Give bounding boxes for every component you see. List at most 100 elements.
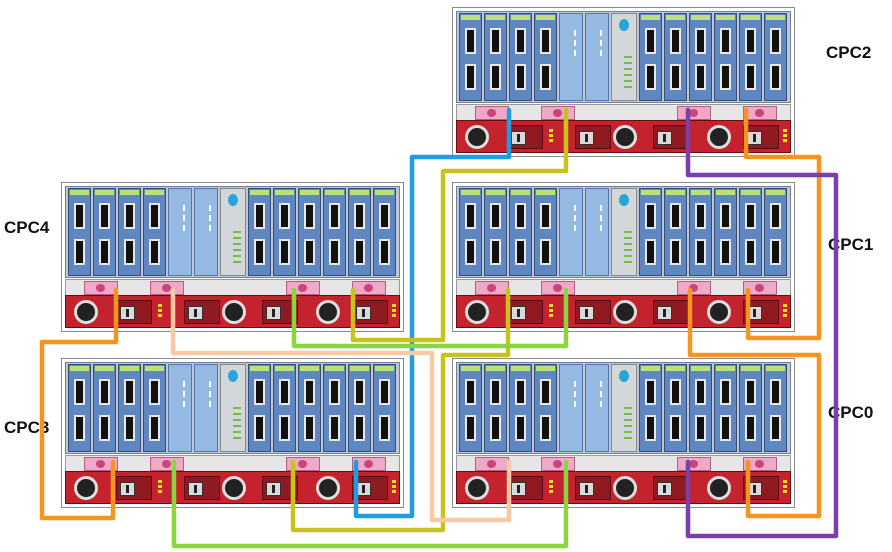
power-supply-unit [575, 125, 611, 149]
ica-indicator [574, 215, 576, 221]
cable-port [149, 379, 160, 405]
indicator-lights [783, 304, 787, 318]
psu-grill [579, 306, 594, 320]
io-slot [764, 188, 787, 276]
cable-port [770, 239, 781, 265]
status-bar [233, 261, 241, 263]
power-supply-unit [575, 476, 611, 500]
slot-label [486, 15, 505, 20]
slot-label [350, 366, 369, 371]
status-bar [233, 231, 241, 233]
slot-label [375, 366, 394, 371]
io-slot [639, 13, 662, 101]
cable-port [149, 415, 160, 441]
ica-card [559, 188, 583, 276]
psu-grill [120, 306, 135, 320]
indicator-lights [158, 304, 162, 318]
power-supply-unit [743, 476, 779, 500]
slot-label [766, 366, 785, 371]
io-slot [143, 364, 166, 452]
slot-label [741, 366, 760, 371]
slot-label [691, 366, 710, 371]
cable-port [465, 28, 476, 54]
controller-card [611, 364, 637, 452]
controller-card [220, 364, 246, 452]
io-card-row [456, 11, 791, 103]
io-slot [764, 364, 787, 452]
link-connector [743, 281, 777, 295]
power-supply-unit [116, 476, 152, 500]
cable-port [695, 28, 706, 54]
cable-port [254, 203, 265, 229]
ica-indicator [600, 205, 602, 211]
io-slot [298, 364, 321, 452]
cable-port [745, 379, 756, 405]
power-supply-unit [352, 476, 388, 500]
slot-label [350, 190, 369, 195]
io-slot [143, 188, 166, 276]
slot-label [511, 15, 530, 20]
slot-label [691, 190, 710, 195]
cable-port [329, 203, 340, 229]
link-connector [743, 106, 777, 120]
io-slot [664, 13, 687, 101]
status-bar [624, 419, 632, 421]
cpc0-label: CPC0 [828, 403, 874, 422]
ica-indicator [183, 205, 185, 211]
cable-port [329, 415, 340, 441]
cable-port [670, 239, 681, 265]
cable-port [720, 415, 731, 441]
io-slot [93, 364, 116, 452]
io-card-row [456, 362, 791, 454]
cable-port [770, 415, 781, 441]
slot-label [145, 366, 164, 371]
slot-label [461, 15, 480, 20]
indicator-lights [783, 480, 787, 494]
status-bar [233, 243, 241, 245]
cable-port [304, 239, 315, 265]
link-connector [150, 281, 184, 295]
cable-port [745, 28, 756, 54]
fan [465, 125, 489, 149]
ica-indicator [600, 391, 602, 397]
io-slot [739, 364, 762, 452]
link-connector [84, 281, 118, 295]
slot-label [666, 366, 685, 371]
status-bar [233, 431, 241, 433]
cable-port [99, 415, 110, 441]
status-bar [624, 56, 632, 58]
cable-port [745, 203, 756, 229]
cable-port [515, 239, 526, 265]
io-slot [248, 188, 271, 276]
ica-indicator [574, 391, 576, 397]
io-card-row [65, 362, 400, 454]
status-bar [624, 231, 632, 233]
cable-port [254, 239, 265, 265]
ica-card [194, 364, 218, 452]
cable-port [354, 203, 365, 229]
status-bar [624, 62, 632, 64]
status-bar [624, 80, 632, 82]
power-supply-unit [653, 476, 689, 500]
io-slot [664, 188, 687, 276]
ica-card [194, 188, 218, 276]
cpc4-label: CPC4 [4, 218, 50, 237]
link-connector [743, 457, 777, 471]
slot-label [641, 190, 660, 195]
cable-port [670, 415, 681, 441]
status-led [619, 19, 629, 31]
ica-indicator [600, 225, 602, 231]
cpc1-chassis [452, 182, 795, 332]
psu-grill [511, 482, 526, 496]
cable-port [645, 28, 656, 54]
ica-indicator [183, 401, 185, 407]
status-bar [624, 413, 632, 415]
status-bar [624, 407, 632, 409]
indicator-lights [549, 304, 553, 318]
cable-port [490, 239, 501, 265]
cable-port [279, 379, 290, 405]
cable-port [645, 239, 656, 265]
cable-port [379, 415, 390, 441]
status-bar [233, 419, 241, 421]
io-slot [484, 188, 507, 276]
